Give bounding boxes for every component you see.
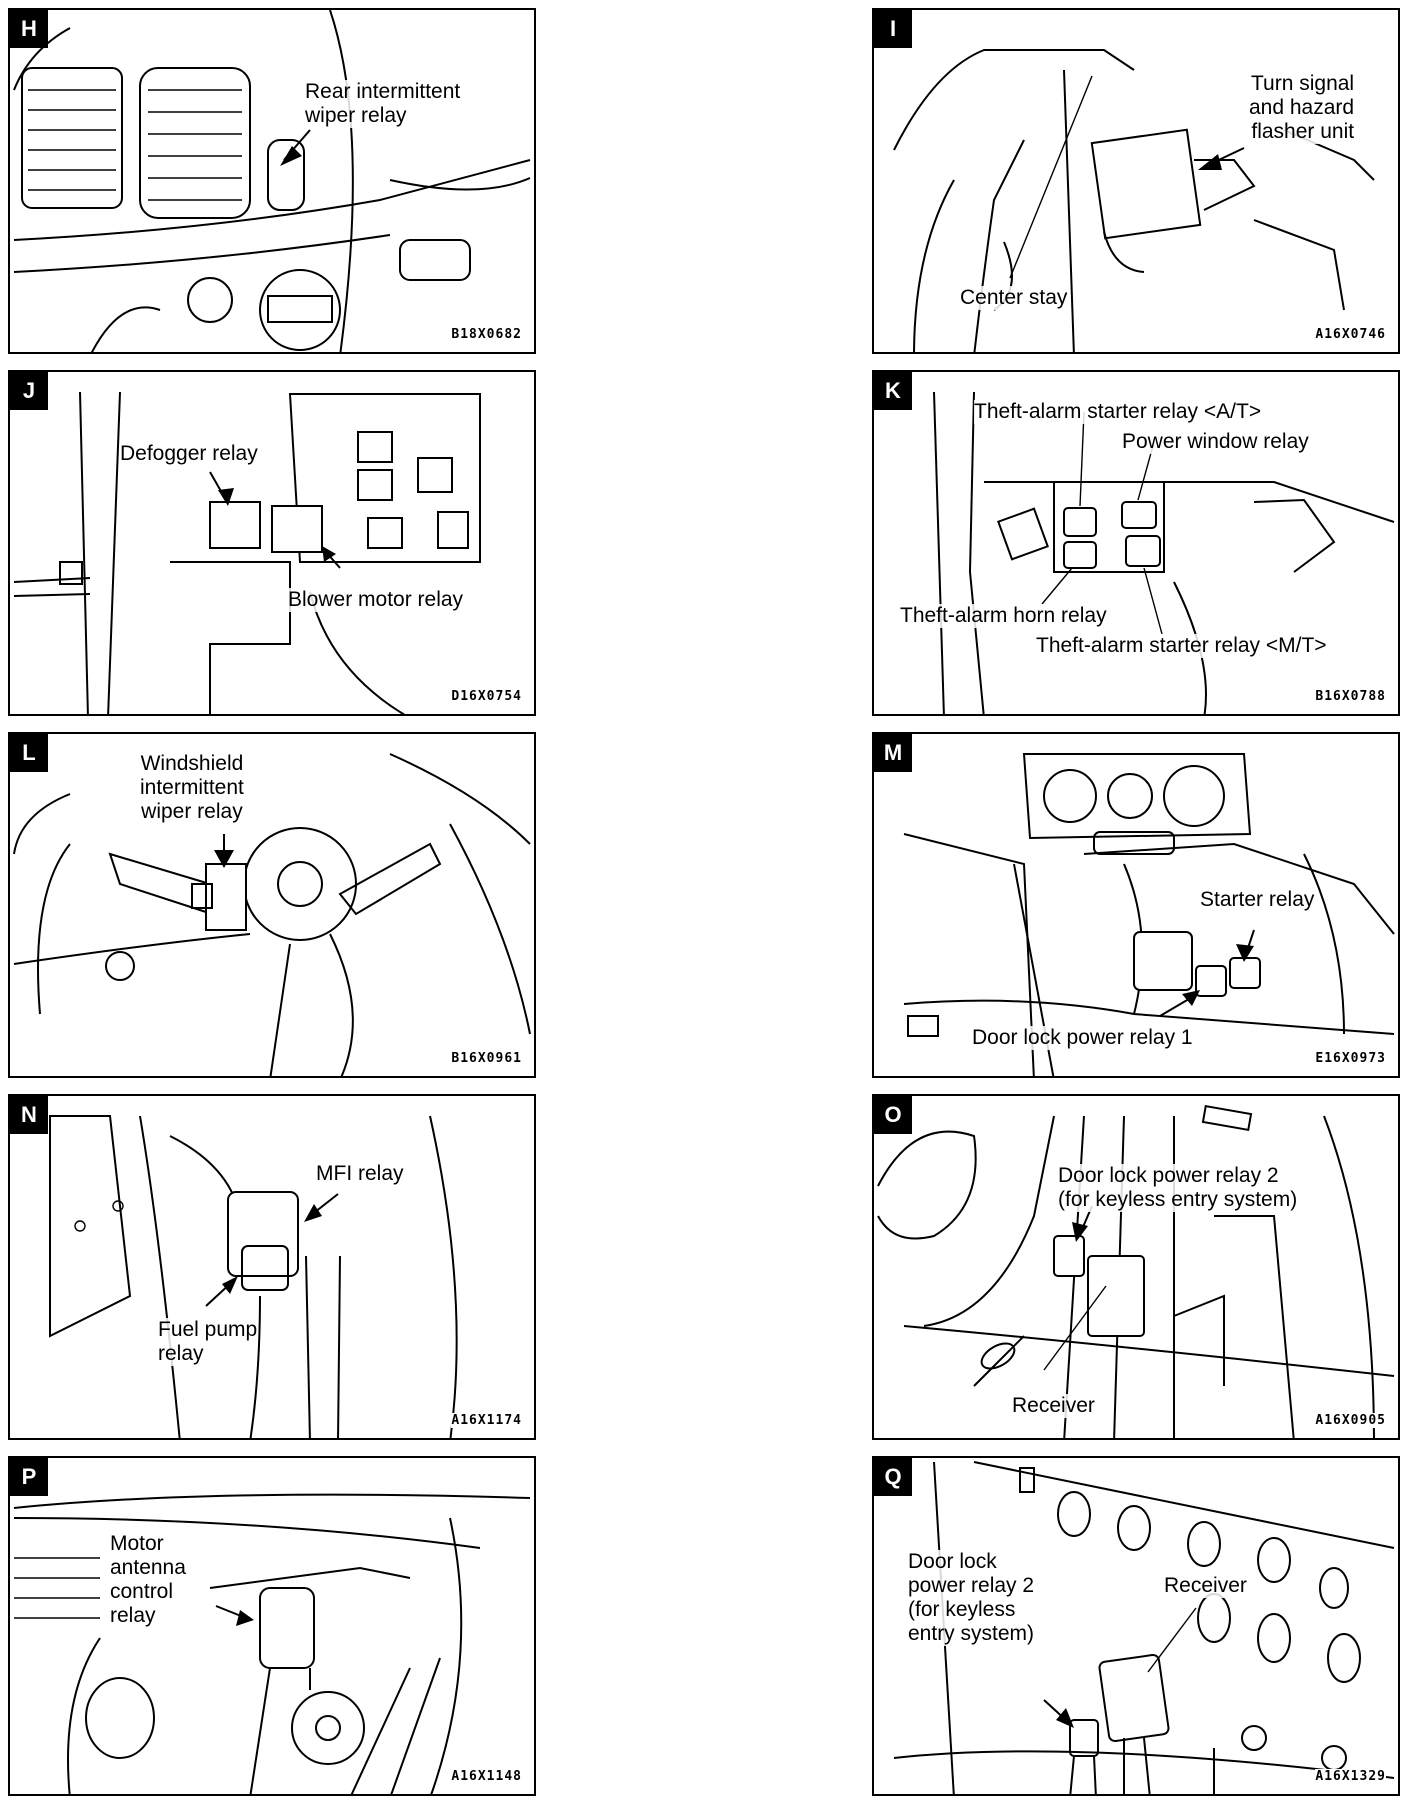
panel-o: O Door lock power relay 2 (for keyless e…: [872, 1094, 1400, 1440]
label-line: (for keyless entry system): [1058, 1188, 1298, 1211]
panel-j-illustration: [13, 391, 481, 714]
label-rear-intermittent-wiper-relay: Rear intermittent wiper relay: [305, 80, 461, 128]
panel-letter: J: [10, 372, 48, 410]
label-line: wiper relay: [141, 800, 243, 823]
label-line: flasher unit: [1251, 120, 1355, 143]
figure-code: A16X1174: [451, 1413, 522, 1428]
label-starter-relay: Starter relay: [1200, 888, 1315, 912]
label-door-lock-power-relay-2: Door lock power relay 2 (for keyless ent…: [1058, 1164, 1298, 1212]
panel-n-illustration: [49, 1115, 458, 1438]
label-theft-alarm-starter-relay-mt: Theft-alarm starter relay <M/T>: [1036, 634, 1327, 658]
label-motor-antenna-control-relay: Motor antenna control relay: [110, 1532, 186, 1628]
label-windshield-intermittent-wiper-relay: Windshield intermittent wiper relay: [140, 752, 244, 824]
label-line: and hazard: [1249, 96, 1355, 119]
panel-j: J Defogger relay Blower motor relay D16X…: [8, 370, 536, 716]
label-line: control: [110, 1580, 174, 1603]
label-line: (for keyless: [908, 1598, 1016, 1621]
panel-l-illustration: [13, 753, 531, 1076]
label-line: relay: [158, 1342, 204, 1365]
label-power-window-relay: Power window relay: [1122, 430, 1309, 454]
label-receiver: Receiver: [1012, 1394, 1095, 1418]
label-line: Turn signal: [1250, 72, 1355, 95]
label-line: relay: [110, 1604, 156, 1627]
label-door-lock-power-relay-2: Door lock power relay 2 (for keyless ent…: [908, 1550, 1035, 1646]
label-defogger-relay: Defogger relay: [120, 442, 258, 466]
label-line: Windshield: [140, 752, 244, 775]
figure-code: E16X0973: [1315, 1051, 1386, 1066]
panel-letter: P: [10, 1458, 48, 1496]
figure-code: A16X1148: [451, 1769, 522, 1784]
panel-m: M Starter relay Door lock power relay 1 …: [872, 732, 1400, 1078]
panel-o-illustration: [877, 1104, 1395, 1438]
label-line: power relay 2: [908, 1574, 1035, 1597]
figure-code: A16X0905: [1315, 1413, 1386, 1428]
figure-code: D16X0754: [451, 689, 522, 704]
panel-k-illustration: [933, 391, 1395, 714]
label-line: Rear intermittent: [305, 80, 461, 103]
panel-letter: M: [874, 734, 912, 772]
label-line: antenna: [110, 1556, 186, 1579]
figure-code: A16X0746: [1315, 327, 1386, 342]
label-mfi-relay: MFI relay: [316, 1162, 404, 1186]
panel-letter: L: [10, 734, 48, 772]
panel-i: I Turn signal and hazard flasher unit Ce…: [872, 8, 1400, 354]
panel-letter: H: [10, 10, 48, 48]
label-blower-motor-relay: Blower motor relay: [288, 588, 464, 612]
panel-letter: I: [874, 10, 912, 48]
label-theft-alarm-horn-relay: Theft-alarm horn relay: [900, 604, 1107, 628]
figure-code: B16X0961: [451, 1051, 522, 1066]
label-line: Door lock: [908, 1550, 997, 1573]
figure-code: A16X1329: [1315, 1769, 1386, 1784]
label-theft-alarm-starter-relay-at: Theft-alarm starter relay <A/T>: [974, 400, 1262, 424]
panel-q: Q Door lock power relay 2 (for keyless e…: [872, 1456, 1400, 1796]
figure-code: B18X0682: [451, 327, 522, 342]
figure-code: B16X0788: [1315, 689, 1386, 704]
panel-m-illustration: [903, 753, 1395, 1076]
label-line: entry system): [908, 1622, 1035, 1645]
label-line: Fuel pump: [158, 1318, 258, 1341]
panel-letter: K: [874, 372, 912, 410]
panel-i-illustration: [893, 49, 1375, 352]
label-receiver: Receiver: [1164, 1574, 1247, 1598]
label-line: Motor: [110, 1532, 164, 1555]
panel-l: L Windshield intermittent wiper relay B1…: [8, 732, 536, 1078]
panel-letter: N: [10, 1096, 48, 1134]
panel-letter: Q: [874, 1458, 912, 1496]
label-fuel-pump-relay: Fuel pump relay: [158, 1318, 258, 1366]
label-line: wiper relay: [305, 104, 407, 127]
panel-p-illustration: [13, 1493, 531, 1794]
label-door-lock-power-relay-1: Door lock power relay 1: [972, 1026, 1193, 1050]
label-line: Door lock power relay 2: [1058, 1164, 1279, 1187]
panel-letter: O: [874, 1096, 912, 1134]
label-line: intermittent: [140, 776, 244, 799]
panel-k: K Theft-alarm starter relay <A/T> Power …: [872, 370, 1400, 716]
label-center-stay: Center stay: [960, 286, 1068, 310]
panel-h-illustration: [13, 10, 531, 352]
label-turn-signal-flasher-unit: Turn signal and hazard flasher unit: [1249, 72, 1355, 144]
panel-n: N MFI relay Fuel pump relay A16X1174: [8, 1094, 536, 1440]
panel-p: P Motor antenna control relay A16X1148: [8, 1456, 536, 1796]
panel-h: H Rear intermittent wiper relay B18X0682: [8, 8, 536, 354]
